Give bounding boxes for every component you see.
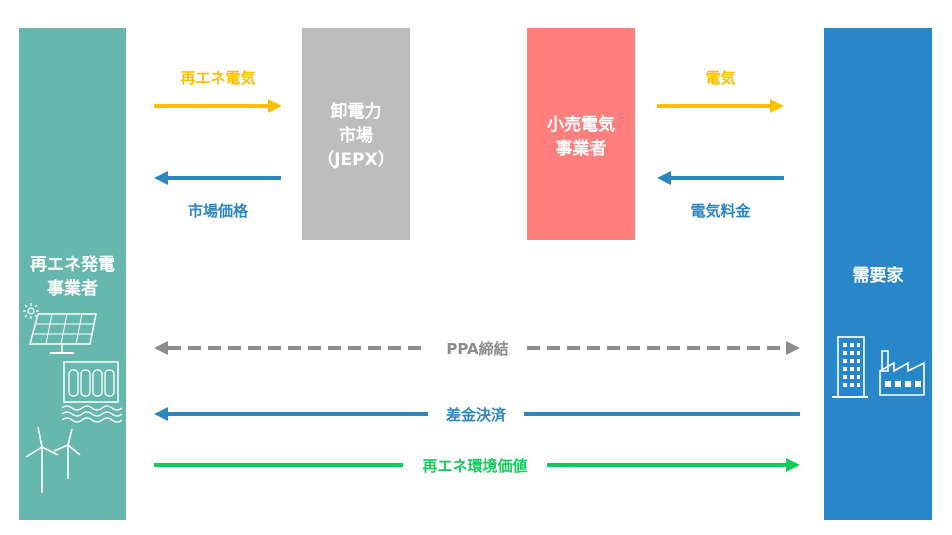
- retail-label-line1: 小売電気: [547, 115, 615, 135]
- generator-label-line2: 事業者: [47, 279, 98, 299]
- renewable-power-label: 再エネ電気: [180, 69, 256, 87]
- consumer-box: 需要家: [824, 28, 932, 520]
- wholesale-label-line3: （JEPX）: [317, 150, 395, 170]
- solar-panel-icon: [29, 313, 97, 354]
- market-price-label: 市場価格: [187, 202, 248, 220]
- settlement-arrowhead: [154, 407, 168, 421]
- env-value-arrowhead: [786, 458, 800, 472]
- ppa-label: PPA締結: [446, 340, 509, 358]
- generator-label-line1: 再エネ発電: [30, 255, 115, 275]
- wind-turbine-icon: [25, 426, 81, 493]
- consumer-label: 需要家: [852, 266, 904, 286]
- env-value-label: 再エネ環境価値: [422, 457, 528, 475]
- sun-icon: [23, 303, 39, 319]
- office-building-icon: [832, 336, 868, 398]
- power-fee-label: 電気料金: [690, 202, 751, 220]
- power-label: 電気: [705, 69, 736, 87]
- ppa-arrowhead-left: [154, 341, 168, 355]
- ppa-arrowhead-right: [786, 341, 800, 355]
- settlement-label: 差金決済: [445, 406, 506, 424]
- wholesale-market-box: 卸電力 市場 （JEPX）: [302, 28, 410, 240]
- power-arrowhead: [770, 99, 784, 113]
- retail-box: 小売電気 事業者: [527, 28, 635, 240]
- dam-icon: [61, 361, 122, 423]
- generator-box: 再エネ発電 事業者: [19, 28, 126, 520]
- wholesale-label-line2: 市場: [339, 126, 373, 146]
- wholesale-label-line1: 卸電力: [330, 102, 382, 122]
- factory-icon: [879, 350, 925, 396]
- retail-label-line2: 事業者: [555, 139, 607, 159]
- power-fee-arrowhead: [657, 171, 671, 185]
- renewable-power-arrowhead: [268, 99, 282, 113]
- market-price-arrowhead: [154, 171, 168, 185]
